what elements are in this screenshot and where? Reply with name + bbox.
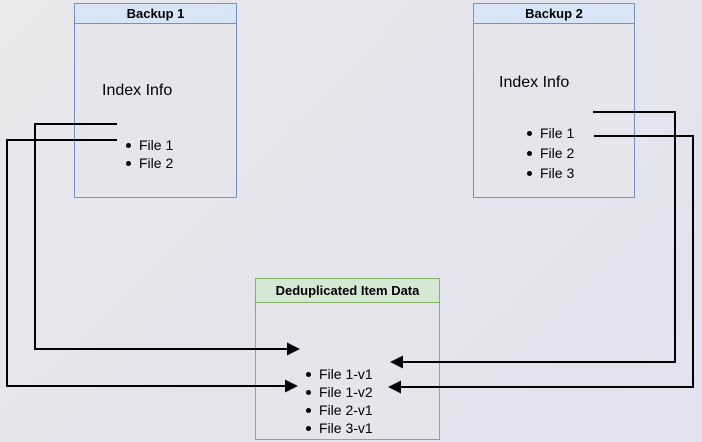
backup2-box: Backup 2 Index Info File 1 File 2 File 3 bbox=[473, 3, 635, 198]
backup1-title: Backup 1 bbox=[126, 6, 185, 21]
dedup-item: File 3-v1 bbox=[306, 419, 373, 437]
backup2-index-label: Index Info bbox=[499, 74, 570, 91]
backup2-file-label: File 1 bbox=[540, 125, 575, 141]
backup1-file-item: File 2 bbox=[126, 154, 173, 172]
dedup-item-list: File 1-v1 File 1-v2 File 2-v1 File 3-v1 bbox=[306, 365, 373, 437]
dedup-title: Deduplicated Item Data bbox=[275, 283, 420, 298]
bullet-icon bbox=[306, 426, 319, 431]
backup2-file-item: File 3 bbox=[527, 163, 574, 183]
dedup-header: Deduplicated Item Data bbox=[256, 279, 439, 303]
backup1-file-label: File 1 bbox=[139, 137, 174, 153]
backup2-file-list: File 1 File 2 File 3 bbox=[527, 123, 574, 183]
backup1-file-item: File 1 bbox=[126, 136, 173, 154]
backup2-file-label: File 3 bbox=[540, 165, 575, 181]
dedup-item-label: File 1-v2 bbox=[319, 384, 373, 400]
bullet-icon bbox=[527, 171, 540, 176]
backup2-header: Backup 2 bbox=[474, 4, 634, 24]
bullet-icon bbox=[527, 151, 540, 156]
bullet-icon bbox=[126, 143, 139, 148]
bullet-icon bbox=[306, 408, 319, 413]
backup2-file-item: File 1 bbox=[527, 123, 574, 143]
backup2-file-item: File 2 bbox=[527, 143, 574, 163]
dedup-item: File 1-v2 bbox=[306, 383, 373, 401]
backup1-box: Backup 1 Index Info File 1 File 2 bbox=[74, 3, 237, 198]
dedup-item-label: File 2-v1 bbox=[319, 402, 373, 418]
bullet-icon bbox=[527, 131, 540, 136]
dedup-item: File 2-v1 bbox=[306, 401, 373, 419]
dedup-item-label: File 3-v1 bbox=[319, 420, 373, 436]
dedup-box: Deduplicated Item Data File 1-v1 File 1-… bbox=[255, 278, 440, 440]
dedup-item: File 1-v1 bbox=[306, 365, 373, 383]
backup2-title: Backup 2 bbox=[525, 6, 583, 21]
backup1-header: Backup 1 bbox=[75, 4, 236, 24]
bullet-icon bbox=[306, 372, 319, 377]
backup1-index-label: Index Info bbox=[102, 82, 173, 99]
dedup-item-label: File 1-v1 bbox=[319, 366, 373, 382]
backup1-file-label: File 2 bbox=[139, 155, 174, 171]
backup1-file-list: File 1 File 2 bbox=[126, 136, 173, 172]
backup2-file-label: File 2 bbox=[540, 145, 575, 161]
bullet-icon bbox=[126, 161, 139, 166]
bullet-icon bbox=[306, 390, 319, 395]
